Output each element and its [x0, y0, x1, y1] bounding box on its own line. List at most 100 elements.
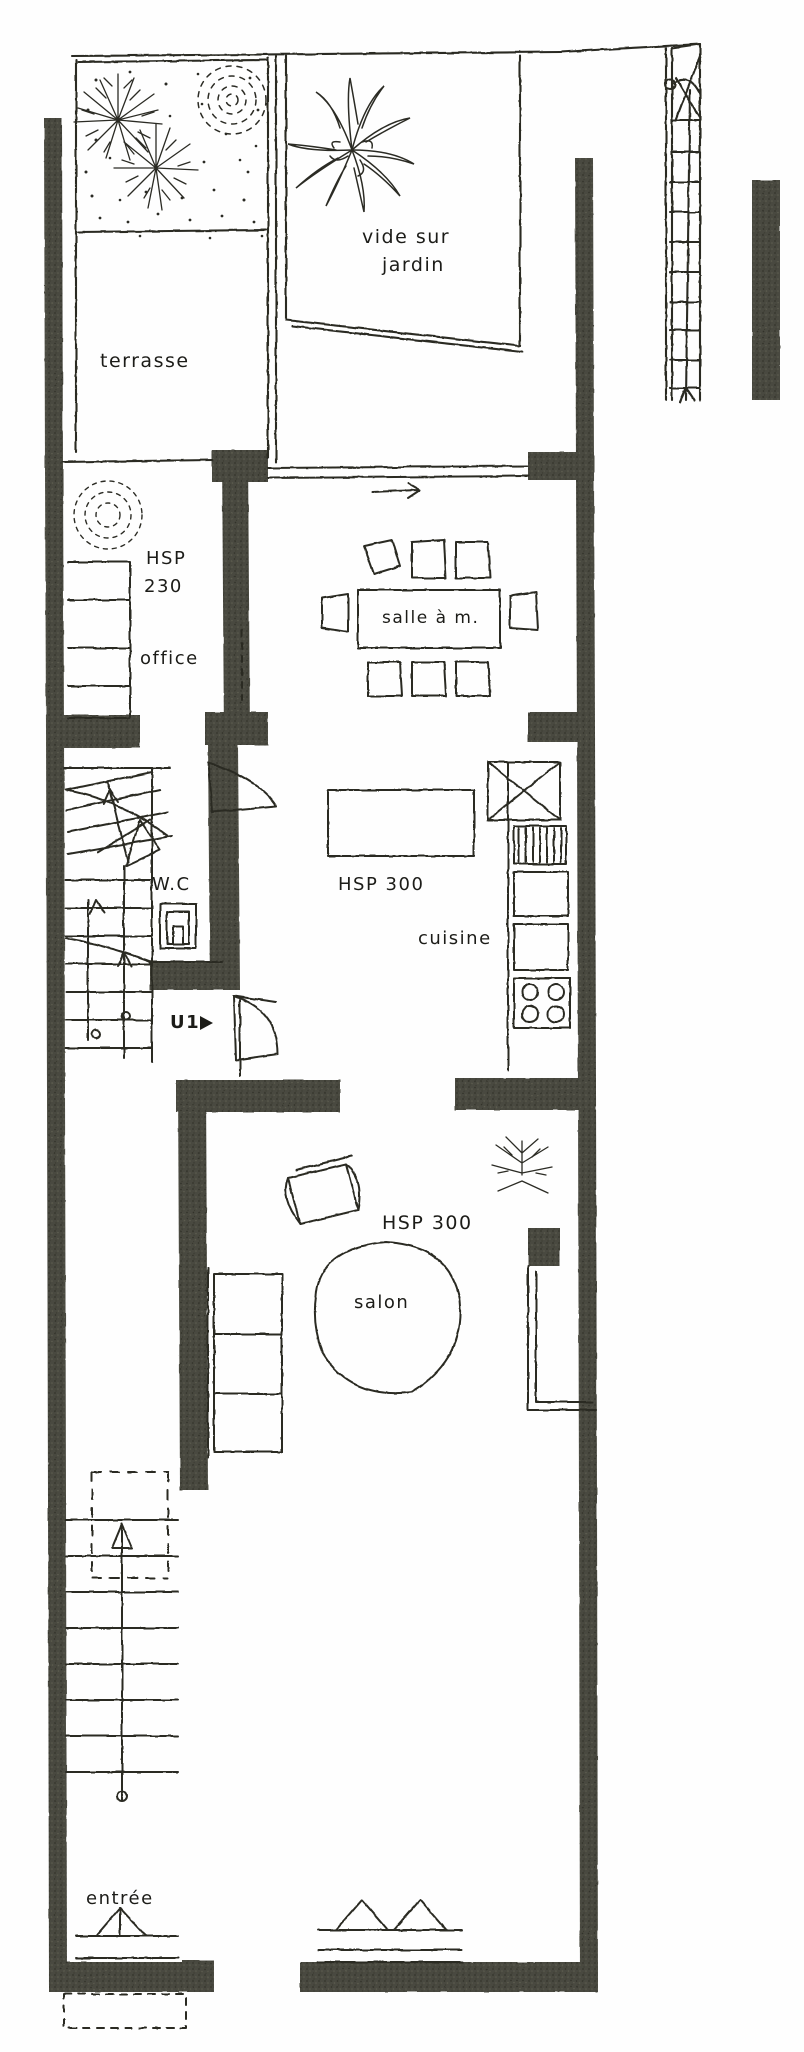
- wall-exterior-right-upper: [575, 158, 594, 470]
- wall-under-office-right: [205, 712, 268, 745]
- room-label-entree: entrée: [86, 1888, 154, 1909]
- dining-table: [357, 589, 501, 649]
- annotation-hsp-salon: HSP 300: [382, 1212, 473, 1234]
- wall-exterior-right-lower: [578, 1090, 597, 1500]
- spiral-rib-2: [97, 819, 151, 853]
- salon-niche-outline: [527, 1265, 597, 1411]
- wall-bottom-right: [460, 1962, 598, 1992]
- room-label-wc: W.C: [152, 874, 191, 895]
- shrub-icon: [197, 65, 267, 135]
- ext-stair-top: [670, 42, 702, 50]
- wall-kitchen-top: [528, 712, 594, 742]
- door-swing-icon-wc: [207, 761, 277, 813]
- ground-texture-dots: [82, 70, 264, 240]
- wall-exterior-left-mid: [45, 470, 64, 730]
- annotation-hsp-office-line2: 230: [144, 576, 183, 597]
- salon-armchair-arm-left: [284, 1177, 301, 1225]
- salon-sofa-cushion-1: [213, 1273, 283, 1335]
- arrow-up-icon-entry: [111, 1523, 133, 1549]
- spiral-landing-tri: [125, 819, 161, 867]
- wall-pier-salon-right: [528, 1228, 560, 1266]
- wall-salon-top-right: [455, 1078, 596, 1110]
- salon-armchair-seat: [287, 1163, 359, 1225]
- potted-plant-icon: [491, 1136, 553, 1194]
- stove-burner-3: [521, 1005, 539, 1023]
- wall-dining-top-thin-a: [267, 465, 529, 469]
- hsp-300-zone-box: [327, 789, 475, 857]
- tree-icon: [73, 73, 163, 161]
- stove-burner-2: [547, 983, 565, 1001]
- vegetation-group: [73, 65, 553, 1194]
- tree-icon: [113, 123, 199, 211]
- salon-sofa-cushion-2: [213, 1333, 283, 1395]
- annotation-hsp-dining: HSP 300: [338, 874, 425, 895]
- salon-armchair-arm-right: [345, 1163, 361, 1211]
- wall-exterior-stair-side: [752, 180, 780, 400]
- dining-chair-4: [367, 661, 403, 697]
- ext-stair-newel: [663, 77, 677, 91]
- kitchen-shelf-lines: [518, 827, 562, 863]
- kitchen-stove: [513, 977, 571, 1029]
- ext-stair-diagonal-1: [674, 54, 702, 122]
- wall-exterior-right-kitchen: [577, 730, 596, 1090]
- dining-chair-3: [455, 541, 491, 579]
- kitchen-unit-cross: [487, 761, 561, 821]
- annotation-hsp-office-line1: HSP: [146, 548, 187, 569]
- dining-chair-8: [509, 591, 539, 631]
- terrace-bottom-left: [61, 458, 214, 464]
- terrace-top-edge: [70, 50, 562, 58]
- room-label-salon: salon: [354, 1292, 410, 1313]
- wall-bottom-left: [49, 1962, 200, 1992]
- void-dashed-outline: [91, 1471, 169, 1579]
- spiral-up-arrow-2: [117, 951, 132, 967]
- wall-vertical-wc: [208, 745, 240, 990]
- dining-chair-1: [363, 539, 401, 575]
- unit-marker-u1: U1: [170, 1012, 201, 1033]
- salon-round-table: [313, 1241, 462, 1395]
- entry-threshold-dashed: [63, 1993, 187, 2029]
- salon-armchair-back: [295, 1155, 353, 1171]
- spiral-newel-1: [91, 1029, 101, 1039]
- planter-top: [76, 58, 268, 64]
- walls-structural: [44, 118, 780, 1992]
- spiral-curve-2: [65, 937, 153, 963]
- spiral-rib-1: [107, 781, 129, 863]
- salon-niche-inner: [535, 1271, 593, 1403]
- dining-chair-2: [411, 539, 447, 579]
- stove-burner-1: [521, 983, 539, 1001]
- kitchen-shelf: [513, 825, 567, 865]
- spiral-tread-a4: [67, 835, 173, 855]
- wall-bottom-pier: [182, 1960, 214, 1992]
- wall-dining-top-thin-b: [267, 475, 529, 479]
- wall-exterior-left-lower: [46, 730, 65, 1090]
- interior-line-work: [63, 465, 597, 2029]
- wall-vertical-entree-salon: [178, 1080, 208, 1490]
- salon-door-swing-a: [335, 1899, 389, 1931]
- wc-toilet-outline: [159, 903, 197, 949]
- top-edge-right: [558, 42, 702, 54]
- spiral-newel-2: [121, 1011, 131, 1021]
- door-leaf-u1: [233, 995, 277, 1003]
- dining-chair-7: [321, 593, 349, 633]
- thin-line-work: [61, 42, 702, 464]
- kitchen-sink-unit: [513, 923, 569, 971]
- vide-diagonal: [284, 318, 522, 348]
- planter-bottom: [76, 228, 268, 234]
- wall-wc-bottom: [150, 962, 222, 990]
- kitchen-counter: [513, 871, 569, 917]
- wall-exterior-left-bottom: [48, 1500, 67, 1990]
- entry-stair-newel: [116, 1790, 128, 1802]
- ext-stair-center-line: [684, 88, 692, 402]
- salon-sofa-cushion-3: [213, 1393, 283, 1453]
- palm-icon: [287, 77, 415, 213]
- spiral-tread-a1: [65, 771, 153, 791]
- room-label-terrasse: terrasse: [100, 350, 190, 372]
- unit-marker-arrow-icon: [200, 1016, 213, 1030]
- office-builtin-outline: [67, 561, 131, 719]
- arrow-right-icon: [371, 482, 421, 499]
- room-label-office: office: [140, 648, 199, 669]
- wall-exterior-left-upper: [44, 118, 63, 470]
- salon-door-swing-b: [393, 1899, 447, 1931]
